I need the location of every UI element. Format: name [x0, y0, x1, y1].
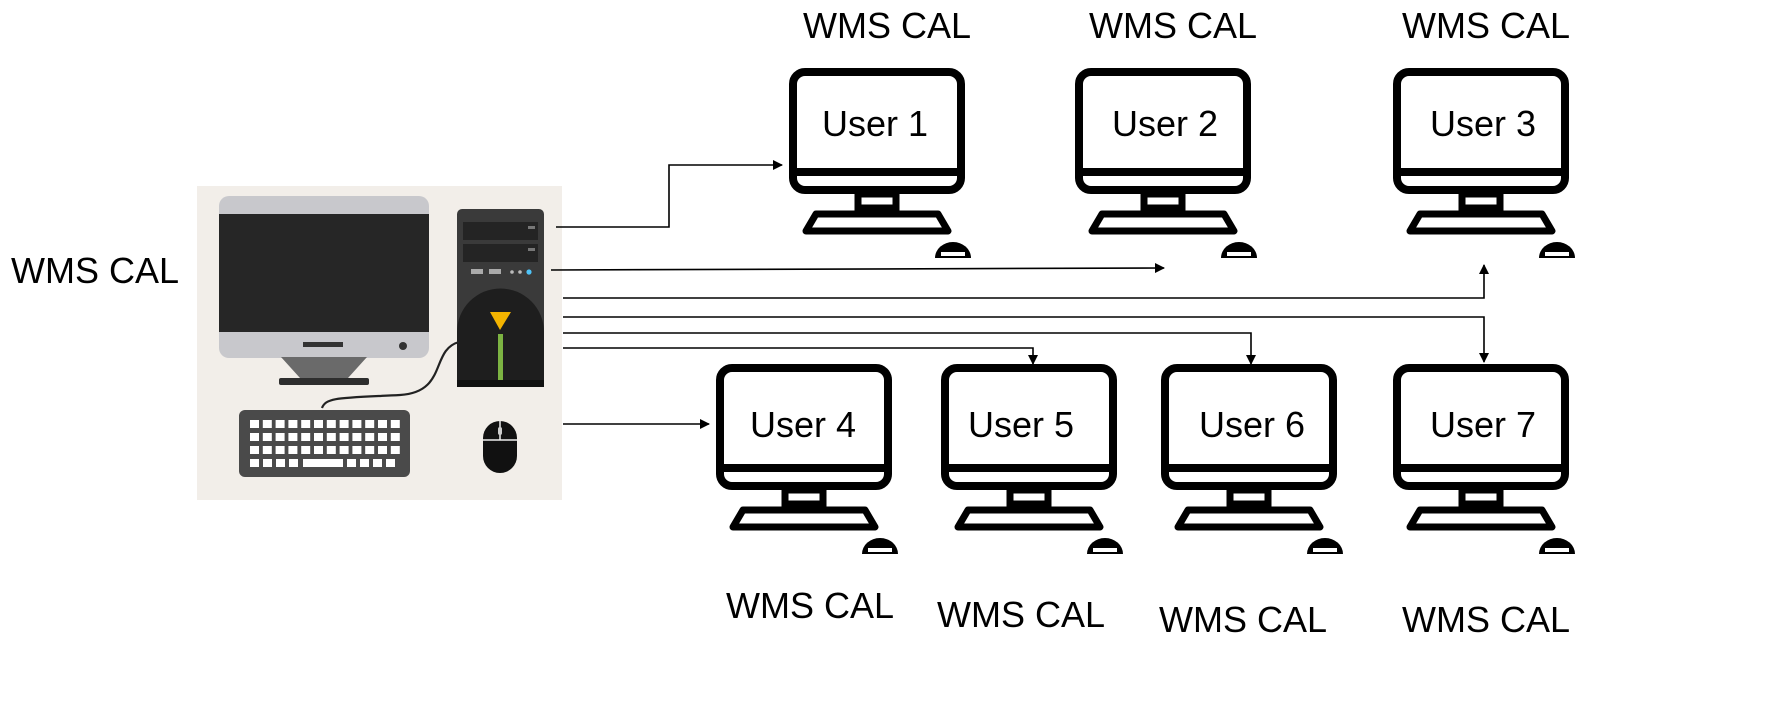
- keyboard-key: [314, 433, 323, 441]
- connection-lines: [550, 160, 1489, 429]
- connection-user-1: [556, 160, 783, 228]
- keyboard-key: [390, 446, 400, 454]
- keyboard-key: [275, 446, 285, 454]
- keyboard-key: [262, 420, 272, 428]
- keyboard-key: [390, 420, 400, 428]
- user-5-workstation: User 5 WMS CAL: [937, 368, 1123, 635]
- keyboard-key: [365, 446, 375, 454]
- keyboard-key: [386, 459, 395, 467]
- keyboard-key: [276, 459, 285, 467]
- keyboard-key: [262, 433, 272, 441]
- user-3-license-label: WMS CAL: [1402, 5, 1570, 46]
- keyboard-key: [262, 446, 272, 454]
- user-5-computer-icon: [945, 368, 1123, 554]
- user-4-license-label: WMS CAL: [726, 585, 894, 626]
- keyboard-key: [352, 433, 362, 441]
- server-workstation: [197, 186, 562, 500]
- user-3-computer-icon: [1397, 72, 1575, 258]
- user-1-computer-icon: [793, 72, 971, 258]
- keyboard-key: [352, 420, 362, 428]
- user-5-license-label: WMS CAL: [937, 594, 1105, 635]
- user-3-workstation: User 3 WMS CAL: [1397, 5, 1575, 258]
- keyboard-spacebar: [303, 459, 343, 467]
- keyboard-key: [301, 433, 311, 441]
- user-7-computer-icon: [1397, 368, 1575, 554]
- keyboard-key: [250, 459, 259, 467]
- keyboard-key: [275, 420, 285, 428]
- user-2-license-label: WMS CAL: [1089, 5, 1257, 46]
- keyboard-key: [339, 446, 349, 454]
- keyboard-key: [288, 420, 298, 428]
- keyboard-key: [263, 459, 272, 467]
- keyboard-key: [250, 433, 259, 441]
- keyboard-key: [365, 420, 375, 428]
- user-1-license-label: WMS CAL: [803, 5, 971, 46]
- user-2-label: User 2: [1112, 103, 1218, 144]
- keyboard-key: [288, 433, 298, 441]
- user-6-workstation: User 6 WMS CAL: [1159, 368, 1343, 640]
- keyboard-key: [352, 446, 362, 454]
- connection-user-3: [563, 264, 1489, 299]
- keyboard-key: [347, 459, 356, 467]
- user-2-workstation: User 2 WMS CAL: [1079, 5, 1257, 258]
- user-4-workstation: User 4 WMS CAL: [720, 368, 898, 626]
- keyboard-key: [326, 420, 336, 428]
- keyboard-key: [301, 420, 311, 428]
- keyboard-key: [360, 459, 369, 467]
- user-6-license-label: WMS CAL: [1159, 599, 1327, 640]
- user-7-workstation: User 7 WMS CAL: [1397, 368, 1575, 640]
- user-4-computer-icon: [720, 368, 898, 554]
- keyboard-key: [289, 459, 298, 467]
- keyboard-key: [250, 446, 259, 454]
- keyboard-key: [365, 433, 375, 441]
- keyboard-key: [301, 446, 311, 454]
- user-4-label: User 4: [750, 404, 856, 445]
- server-monitor-icon: [219, 196, 429, 385]
- keyboard-icon: [239, 410, 410, 477]
- keyboard-cable: [320, 340, 460, 409]
- server-license-label: WMS CAL: [11, 250, 179, 291]
- keyboard-key: [326, 446, 336, 454]
- user-5-label: User 5: [968, 404, 1074, 445]
- keyboard-key: [275, 433, 285, 441]
- keyboard-key: [378, 420, 387, 428]
- keyboard-key: [314, 446, 323, 454]
- keyboard-key: [373, 459, 382, 467]
- connection-user-7: [563, 316, 1489, 363]
- user-7-label: User 7: [1430, 404, 1536, 445]
- keyboard-key: [339, 433, 349, 441]
- keyboard-key: [378, 446, 387, 454]
- keyboard-key: [314, 420, 323, 428]
- keyboard-key: [250, 420, 259, 428]
- user-6-label: User 6: [1199, 404, 1305, 445]
- connection-user-5: [563, 347, 1038, 365]
- mouse-icon: [483, 421, 517, 473]
- user-3-label: User 3: [1430, 103, 1536, 144]
- keyboard-key: [378, 433, 387, 441]
- keyboard-key: [326, 433, 336, 441]
- server-tower-icon: [457, 209, 544, 387]
- keyboard-key: [390, 433, 400, 441]
- user-7-license-label: WMS CAL: [1402, 599, 1570, 640]
- connection-user-2: [550, 263, 1165, 274]
- keyboard-key: [288, 446, 298, 454]
- user-1-workstation: User 1 WMS CAL: [793, 5, 971, 258]
- user-1-label: User 1: [822, 103, 928, 144]
- connection-user-6: [563, 332, 1256, 365]
- keyboard-key: [339, 420, 349, 428]
- user-2-computer-icon: [1079, 72, 1257, 258]
- user-6-computer-icon: [1165, 368, 1343, 554]
